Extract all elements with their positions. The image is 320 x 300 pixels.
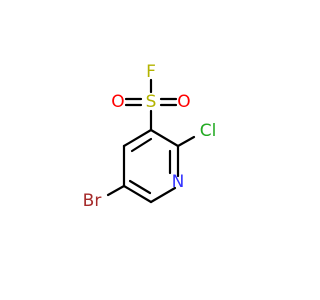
bond-n1-c6 (149, 186, 177, 204)
bond-group (106, 78, 196, 204)
atom-nitrogen: N (172, 172, 185, 192)
molecule-canvas: F S O O Cl N Br (82, 62, 217, 211)
bond-c6-c5 (122, 184, 153, 204)
bond-c4-c3-inner (130, 137, 153, 153)
bond-c4-c3 (122, 128, 153, 148)
bond-c5-br (106, 184, 126, 197)
atom-oxygen-right: O (177, 92, 190, 112)
bond-c2-cl (176, 135, 196, 148)
bond-c6-c5-inner (128, 179, 152, 195)
atom-bromine: Br (83, 191, 102, 211)
bond-c3-c2 (149, 128, 180, 148)
chemical-structure-diagram: F S O O Cl N Br (83, 62, 217, 211)
atom-sulfur: S (146, 92, 157, 112)
atom-chlorine: Cl (200, 121, 217, 141)
atom-oxygen-left: O (111, 92, 124, 112)
atom-fluorine: F (146, 62, 156, 82)
